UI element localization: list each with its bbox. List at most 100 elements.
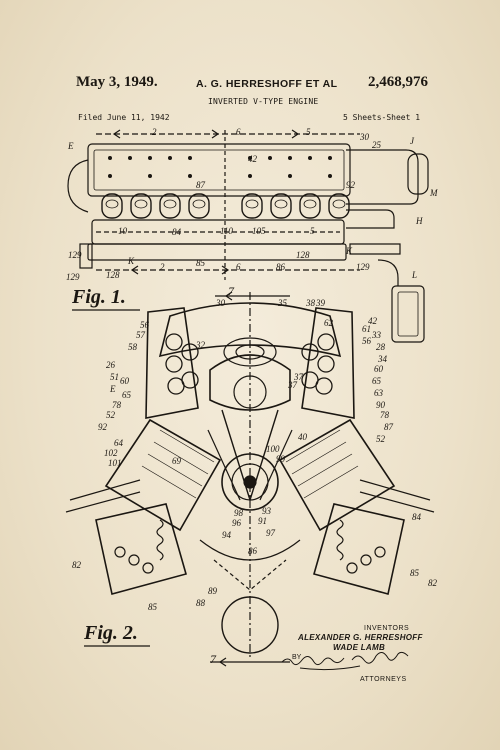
ref-label: 86 <box>276 262 285 272</box>
ref-label: 62 <box>324 318 333 328</box>
ref-label: E <box>68 141 74 151</box>
sheet-count: 5 Sheets-Sheet 1 <box>343 113 421 122</box>
ref-label: 40 <box>298 432 307 442</box>
inventor-name-1: ALEXANDER G. HERRESHOFF <box>298 633 423 642</box>
ref-label: 57 <box>136 330 145 340</box>
ref-label: 69 <box>172 456 181 466</box>
ref-label: 52 <box>106 410 115 420</box>
patent-title: INVERTED V-TYPE ENGINE <box>208 97 319 106</box>
ref-label: 32 <box>196 340 205 350</box>
patent-number: 2,468,976 <box>368 74 428 90</box>
inventor-name-2: WADE LAMB <box>333 643 386 652</box>
ref-label: 52 <box>376 434 385 444</box>
ref-label: M <box>430 188 438 198</box>
ref-label: 91 <box>258 516 267 526</box>
ref-label: 128 <box>296 250 310 260</box>
ref-label: 92 <box>98 422 107 432</box>
ref-label: 65 <box>372 376 381 386</box>
ref-label: E <box>110 384 116 394</box>
ref-label: L <box>412 270 418 280</box>
ref-label: 63 <box>374 388 383 398</box>
ref-label: H <box>416 216 423 226</box>
ref-label: 64 <box>114 438 123 448</box>
ref-label: 89 <box>208 586 217 596</box>
ref-label: 86 <box>248 546 257 556</box>
ref-label: 42 <box>248 154 257 164</box>
ref-label: 97 <box>266 528 275 538</box>
ref-label: 6 <box>236 127 241 137</box>
ref-label: 60 <box>120 376 129 386</box>
ref-label: 98 <box>234 508 243 518</box>
ref-label: 65 <box>122 390 131 400</box>
ref-label: K <box>346 246 353 256</box>
ref-label: 93 <box>262 506 271 516</box>
fig2-end-view <box>65 291 435 667</box>
ref-label: 84 <box>172 227 181 237</box>
ref-label: 51 <box>110 372 119 382</box>
ref-label: 56 <box>362 336 371 346</box>
ref-label: 94 <box>222 530 231 540</box>
attorney-signature <box>281 651 409 671</box>
ref-label: 99 <box>276 454 285 464</box>
inventor-header: A. G. HERRESHOFF ET AL <box>196 78 338 90</box>
by-label: BY <box>292 654 302 661</box>
ref-label: 87 <box>196 180 205 190</box>
attorneys-label: ATTORNEYS <box>360 676 407 683</box>
ref-label: 10 <box>118 226 127 236</box>
fig2-caption: Fig. 2. <box>84 622 138 644</box>
filed-date: Filed June 11, 1942 <box>78 113 170 122</box>
ref-label: 88 <box>196 598 205 608</box>
patent-date: May 3, 1949. <box>76 74 158 90</box>
ref-label: 105 <box>252 226 266 236</box>
ref-label: 129 <box>68 250 82 260</box>
ref-label: 82 <box>428 578 437 588</box>
ref-label: 2 <box>160 262 165 272</box>
fig1-caption: Fig. 1. <box>72 286 126 308</box>
ref-label: 33 <box>372 330 381 340</box>
ref-label: 110 <box>220 226 233 236</box>
ref-label: 100 <box>266 444 280 454</box>
ref-label: 92 <box>346 180 355 190</box>
ref-label: 102 <box>104 448 118 458</box>
ref-label: 61 <box>362 324 371 334</box>
ref-label: 39 <box>316 298 325 308</box>
ref-label: 5 <box>306 127 311 137</box>
ref-label: 7 <box>228 284 234 298</box>
ref-label: 26 <box>106 360 115 370</box>
ref-label: 37 <box>288 380 297 390</box>
ref-label: 56 <box>140 320 149 330</box>
ref-label: 60 <box>374 364 383 374</box>
ref-label: 37 <box>294 372 303 382</box>
ref-label: 30 <box>360 132 369 142</box>
ref-label: 82 <box>72 560 81 570</box>
ref-label: 85 <box>410 568 419 578</box>
fig1-side-view <box>67 129 429 343</box>
ref-label: 101 <box>108 458 122 468</box>
ref-label: 85 <box>148 602 157 612</box>
ref-label: 78 <box>112 400 121 410</box>
ref-label: 84 <box>412 512 421 522</box>
ref-label: 90 <box>376 400 385 410</box>
ref-label: 128 <box>106 270 120 280</box>
ref-label: 129 <box>356 262 370 272</box>
ref-label: 58 <box>128 342 137 352</box>
ref-label: 6 <box>236 262 241 272</box>
inventors-label: INVENTORS <box>364 625 410 632</box>
ref-label: 87 <box>384 422 393 432</box>
ref-label: 25 <box>372 140 381 150</box>
ref-label: 96 <box>232 518 241 528</box>
ref-label: J <box>410 136 414 146</box>
ref-label: 2 <box>152 127 157 137</box>
ref-label: 38 <box>306 298 315 308</box>
ref-label: 129 <box>66 272 80 282</box>
ref-label: 34 <box>378 354 387 364</box>
ref-label: 5 <box>310 226 315 236</box>
ref-label: K <box>128 256 135 266</box>
ref-label: 7 <box>210 652 216 666</box>
ref-label: 78 <box>380 410 389 420</box>
ref-label: 42 <box>368 316 377 326</box>
ref-label: 35 <box>278 298 287 308</box>
ref-label: 85 <box>196 258 205 268</box>
